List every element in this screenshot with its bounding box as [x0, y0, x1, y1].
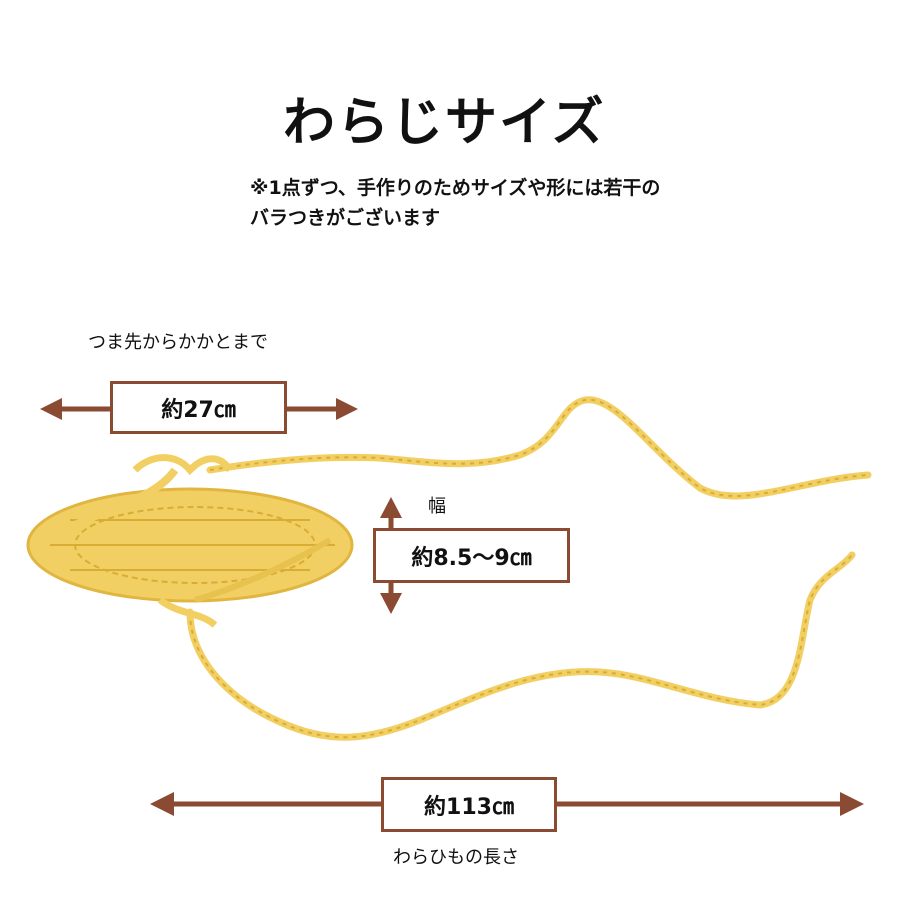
upper-rope-shade	[209, 398, 869, 497]
rope-length-value-box: 約113㎝	[381, 777, 557, 832]
length-value: 約27㎝	[161, 397, 236, 423]
rope-length-caption: わらひもの長さ	[393, 847, 519, 868]
sandal-strap-2	[132, 454, 233, 476]
length-value-box: 約27㎝	[110, 381, 287, 434]
upper-rope	[206, 396, 872, 500]
note-line-1: ※1点ずつ、手作りのためサイズや形には若干の	[250, 177, 661, 199]
note-line-2: バラつきがございます	[250, 207, 441, 229]
length-arrow	[40, 398, 358, 420]
width-value: 約8.5〜9㎝	[411, 545, 532, 571]
sandal-strap	[47, 467, 179, 544]
width-caption: 幅	[428, 496, 446, 517]
rope-length-value: 約113㎝	[424, 794, 514, 820]
width-arrow	[380, 497, 402, 614]
width-value-box: 約8.5〜9㎝	[373, 528, 570, 583]
sandal-cross	[194, 537, 332, 603]
rope-length-arrow	[150, 792, 864, 816]
lower-rope-shade	[189, 554, 853, 739]
sandal-strap-3	[157, 597, 218, 628]
length-caption: つま先からかかとまで	[88, 332, 268, 353]
page-title: わらじサイズ	[283, 93, 606, 153]
